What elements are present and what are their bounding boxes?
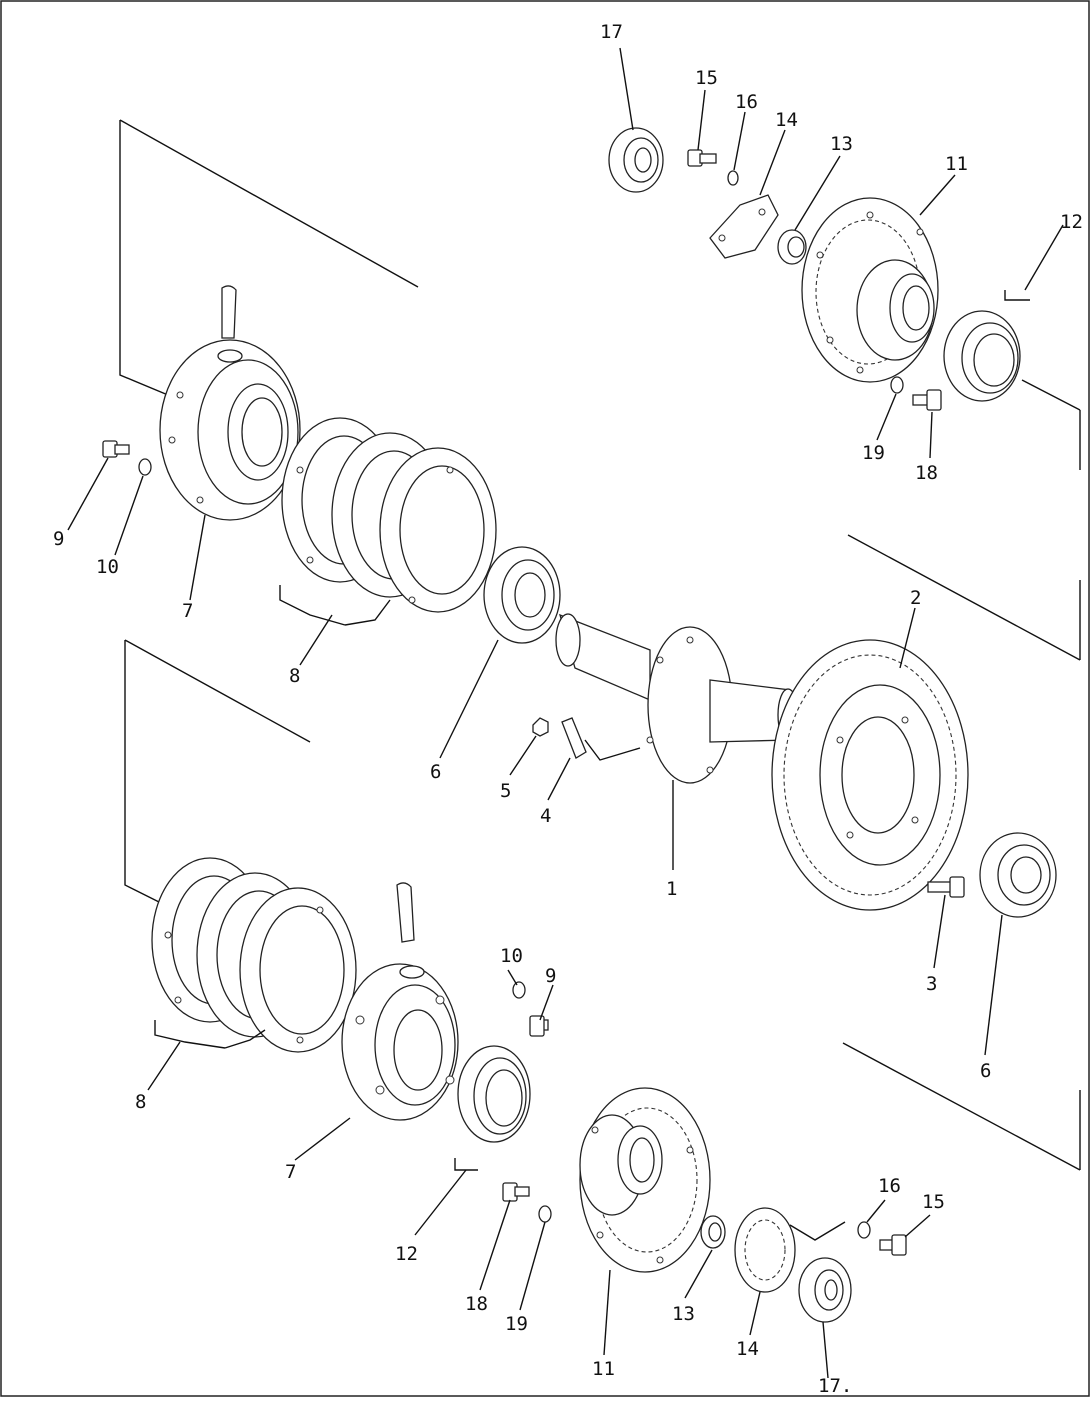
callout-19-top: 19 <box>862 442 885 464</box>
callout-11-bottom: 11 <box>592 1358 615 1380</box>
callout-12-top: 12 <box>1060 211 1083 233</box>
part-9-bolt-top <box>102 440 130 458</box>
part-11-hub-bottom <box>579 1087 711 1273</box>
part-19-washer-bottom <box>538 1205 552 1223</box>
part-16-washer-top <box>727 170 739 186</box>
callout-8-bottom: 8 <box>135 1091 146 1113</box>
part-7-brake-cover-bottom <box>341 882 459 1121</box>
part-5-nut <box>532 717 549 737</box>
callout-9-bottom: 9 <box>545 965 556 987</box>
callout-7-bottom: 7 <box>285 1161 296 1183</box>
callout-14-bottom: 14 <box>736 1338 759 1360</box>
part-12-bearing-top <box>943 310 1021 402</box>
callout-14-top: 14 <box>775 109 798 131</box>
part-16-washer-bottom <box>857 1221 871 1239</box>
part-10-washer-top <box>138 458 152 476</box>
callout-1: 1 <box>666 878 677 900</box>
gasket-leader <box>789 1221 846 1241</box>
part-4-lock-plate <box>561 717 587 759</box>
part-15-bolt-bottom <box>879 1234 907 1256</box>
callout-16-bottom: 16 <box>878 1175 901 1197</box>
part-10-washer-bottom <box>512 981 526 999</box>
callout-15-top: 15 <box>695 67 718 89</box>
part-6-bearing-left <box>483 546 561 644</box>
part-15-bolt-top <box>687 149 717 167</box>
callout-6-left: 6 <box>430 761 441 783</box>
callout-10-top: 10 <box>96 556 119 578</box>
lock-plate-leader <box>584 739 641 761</box>
part-17-seal-top <box>608 127 664 193</box>
leader-lines <box>67 47 1064 1379</box>
callout-16-top: 16 <box>735 91 758 113</box>
callout-2: 2 <box>910 587 921 609</box>
callout-5: 5 <box>500 780 511 802</box>
part-14-gasket-bottom <box>734 1207 796 1293</box>
callout-10-bottom: 10 <box>500 945 523 967</box>
part-8-brake-discs-top <box>281 417 497 613</box>
callout-13-top: 13 <box>830 133 853 155</box>
callout-17-bottom: 17. <box>818 1375 852 1397</box>
part-2-bevel-gear <box>771 639 969 911</box>
part-12-bearing-bottom <box>457 1045 531 1143</box>
part-3-gear-bolt <box>927 876 965 898</box>
part-14-gasket-top <box>709 194 779 259</box>
callout-7-top: 7 <box>182 600 193 622</box>
callout-4: 4 <box>540 805 551 827</box>
part-6-bearing-right <box>979 832 1057 918</box>
callout-11-top: 11 <box>945 153 968 175</box>
callout-9-top: 9 <box>53 528 64 550</box>
part-8-brake-discs-bottom <box>151 857 357 1053</box>
part-13-oil-seal-bottom <box>700 1215 726 1249</box>
callout-8-top: 8 <box>289 665 300 687</box>
callout-17-top: 17 <box>600 21 623 43</box>
part-17-seal-bottom <box>798 1257 852 1323</box>
callout-13-bottom: 13 <box>672 1303 695 1325</box>
callout-labels: 17 15 16 14 13 11 12 19 18 9 10 7 8 6 5 … <box>53 21 1083 1397</box>
part-13-oil-seal-top <box>777 229 807 265</box>
callout-15-bottom: 15 <box>922 1191 945 1213</box>
part-18-bolt-top <box>912 389 942 411</box>
callout-6-right: 6 <box>980 1060 991 1082</box>
callout-12-bottom: 12 <box>395 1243 418 1265</box>
callout-18-bottom: 18 <box>465 1293 488 1315</box>
part-18-bolt-bottom <box>502 1182 530 1202</box>
callout-3: 3 <box>926 973 937 995</box>
callout-19-bottom: 19 <box>505 1313 528 1335</box>
part-9-bolt-bottom <box>529 1015 549 1037</box>
part-7-brake-cover-top <box>159 285 301 521</box>
part-1-shaft <box>555 613 799 784</box>
part-19-washer-top <box>890 376 904 394</box>
assembly-guide-lines <box>119 119 1081 1171</box>
callout-18-top: 18 <box>915 462 938 484</box>
part-11-hub-top <box>801 197 939 383</box>
